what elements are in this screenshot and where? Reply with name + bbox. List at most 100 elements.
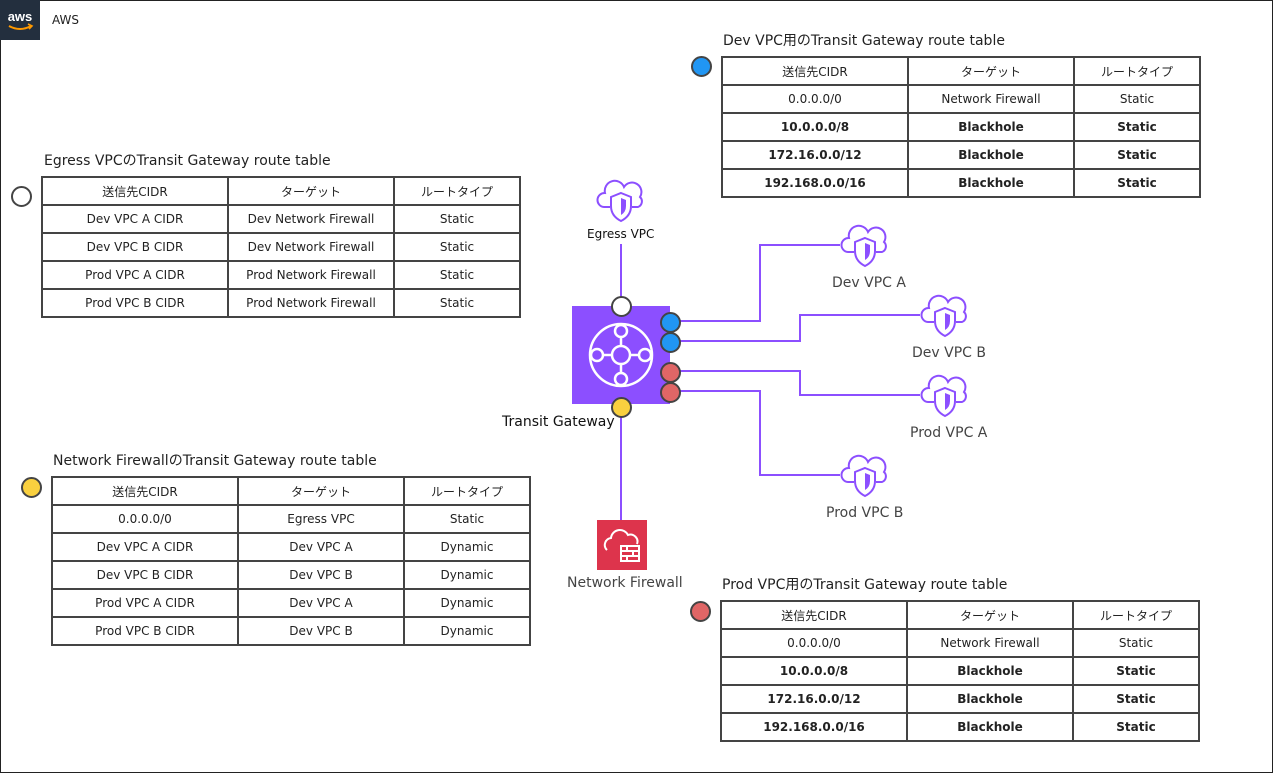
cell-target: Network Firewall — [907, 84, 1075, 114]
prod-vpc-b-label: Prod VPC B — [826, 505, 904, 521]
prod-table-title: Prod VPC用のTransit Gateway route table — [722, 577, 1008, 593]
header-route-type: ルートタイプ — [1072, 600, 1200, 630]
header-target: ターゲット — [906, 600, 1074, 630]
cell-route-type: Static — [393, 288, 521, 318]
transit-gateway-label: Transit Gateway — [502, 414, 615, 430]
egress-vpc-icon — [596, 177, 646, 227]
header-route-type: ルートタイプ — [393, 176, 521, 206]
cell-route-type: Static — [1072, 656, 1200, 686]
cell-target: Blackhole — [906, 656, 1074, 686]
header-target: ターゲット — [907, 56, 1075, 86]
table-row: Prod VPC A CIDR Dev VPC A Dynamic — [51, 588, 531, 618]
cell-destination: 0.0.0.0/0 — [720, 628, 908, 658]
cell-route-type: Static — [1073, 112, 1201, 142]
dev-route-table: 送信先CIDR ターゲット ルートタイプ 0.0.0.0/0 Network F… — [721, 56, 1201, 198]
cell-destination: 10.0.0.0/8 — [720, 656, 908, 686]
cell-route-type: Dynamic — [403, 560, 531, 590]
table-row: Dev VPC B CIDR Dev VPC B Dynamic — [51, 560, 531, 590]
attachment-firewall-dot — [611, 397, 632, 418]
attachment-dev-vpc-a-dot — [660, 312, 681, 333]
header-destination: 送信先CIDR — [721, 56, 909, 86]
cell-target: Blackhole — [907, 112, 1075, 142]
table-row: 172.16.0.0/12 Blackhole Static — [721, 140, 1201, 170]
table-header-row: 送信先CIDR ターゲット ルートタイプ — [721, 56, 1201, 86]
firewall-table-title: Network FirewallのTransit Gateway route t… — [53, 453, 377, 469]
prod-vpc-b-icon — [840, 452, 890, 502]
attachment-prod-vpc-b-dot — [660, 382, 681, 403]
header-destination: 送信先CIDR — [720, 600, 908, 630]
aws-logo: aws — [0, 0, 40, 40]
dev-vpc-a-label: Dev VPC A — [832, 275, 906, 291]
header-route-type: ルートタイプ — [403, 476, 531, 506]
prod-table-marker — [690, 601, 711, 622]
cell-route-type: Dynamic — [403, 532, 531, 562]
table-header-row: 送信先CIDR ターゲット ルートタイプ — [720, 600, 1200, 630]
egress-table-title: Egress VPCのTransit Gateway route table — [44, 153, 331, 169]
dev-table-title: Dev VPC用のTransit Gateway route table — [723, 33, 1005, 49]
cell-route-type: Static — [1072, 684, 1200, 714]
table-row: 10.0.0.0/8 Blackhole Static — [720, 656, 1200, 686]
cell-destination: Prod VPC A CIDR — [51, 588, 239, 618]
attachment-prod-vpc-a-dot — [660, 362, 681, 383]
prod-vpc-a-icon — [920, 372, 970, 422]
cell-route-type: Static — [1073, 84, 1201, 114]
cell-destination: 0.0.0.0/0 — [51, 504, 239, 534]
cell-destination: 192.168.0.0/16 — [720, 712, 908, 742]
cell-destination: 172.16.0.0/12 — [720, 684, 908, 714]
aws-logo-text: aws — [8, 9, 33, 24]
table-row: Prod VPC B CIDR Dev VPC B Dynamic — [51, 616, 531, 646]
cell-target: Dev VPC A — [237, 532, 405, 562]
cell-destination: Prod VPC A CIDR — [41, 260, 229, 290]
transit-gateway-icon — [572, 306, 670, 404]
table-row: Dev VPC A CIDR Dev Network Firewall Stat… — [41, 204, 521, 234]
dev-table-marker — [691, 56, 712, 77]
cell-target: Prod Network Firewall — [227, 288, 395, 318]
cell-destination: 192.168.0.0/16 — [721, 168, 909, 198]
header-target: ターゲット — [237, 476, 405, 506]
cell-target: Blackhole — [907, 168, 1075, 198]
cell-route-type: Dynamic — [403, 616, 531, 646]
network-firewall-label: Network Firewall — [567, 575, 683, 591]
cell-route-type: Static — [1072, 712, 1200, 742]
cell-route-type: Dynamic — [403, 588, 531, 618]
header-route-type: ルートタイプ — [1073, 56, 1201, 86]
cell-destination: Dev VPC B CIDR — [41, 232, 229, 262]
cell-destination: Dev VPC B CIDR — [51, 560, 239, 590]
cell-target: Network Firewall — [906, 628, 1074, 658]
egress-table-marker — [11, 186, 32, 207]
table-row: 172.16.0.0/12 Blackhole Static — [720, 684, 1200, 714]
dev-vpc-a-icon — [840, 222, 890, 272]
cell-target: Dev VPC B — [237, 616, 405, 646]
network-firewall-icon — [597, 520, 647, 570]
dev-vpc-b-label: Dev VPC B — [912, 345, 986, 361]
table-row: 192.168.0.0/16 Blackhole Static — [720, 712, 1200, 742]
cell-target: Blackhole — [906, 712, 1074, 742]
firewall-table-marker — [21, 477, 42, 498]
table-row: Dev VPC B CIDR Dev Network Firewall Stat… — [41, 232, 521, 262]
table-row: Prod VPC B CIDR Prod Network Firewall St… — [41, 288, 521, 318]
cell-target: Dev Network Firewall — [227, 204, 395, 234]
table-header-row: 送信先CIDR ターゲット ルートタイプ — [51, 476, 531, 506]
cell-target: Blackhole — [906, 684, 1074, 714]
cell-target: Dev VPC A — [237, 588, 405, 618]
cell-route-type: Static — [1073, 140, 1201, 170]
table-row: 10.0.0.0/8 Blackhole Static — [721, 112, 1201, 142]
attachment-egress-dot — [611, 296, 632, 317]
table-row: 0.0.0.0/0 Network Firewall Static — [720, 628, 1200, 658]
cell-destination: Dev VPC A CIDR — [51, 532, 239, 562]
cell-route-type: Static — [1072, 628, 1200, 658]
cell-route-type: Static — [1073, 168, 1201, 198]
table-row: Prod VPC A CIDR Prod Network Firewall St… — [41, 260, 521, 290]
table-row: 0.0.0.0/0 Network Firewall Static — [721, 84, 1201, 114]
cell-destination: Dev VPC A CIDR — [41, 204, 229, 234]
cell-destination: Prod VPC B CIDR — [41, 288, 229, 318]
connector-prod-vpc-a — [680, 370, 920, 396]
cell-route-type: Static — [393, 260, 521, 290]
cell-target: Prod Network Firewall — [227, 260, 395, 290]
cell-route-type: Static — [393, 204, 521, 234]
cell-target: Blackhole — [907, 140, 1075, 170]
connector-dev-vpc-b — [680, 314, 920, 342]
table-row: 0.0.0.0/0 Egress VPC Static — [51, 504, 531, 534]
aws-logo-icon: aws — [8, 9, 34, 30]
